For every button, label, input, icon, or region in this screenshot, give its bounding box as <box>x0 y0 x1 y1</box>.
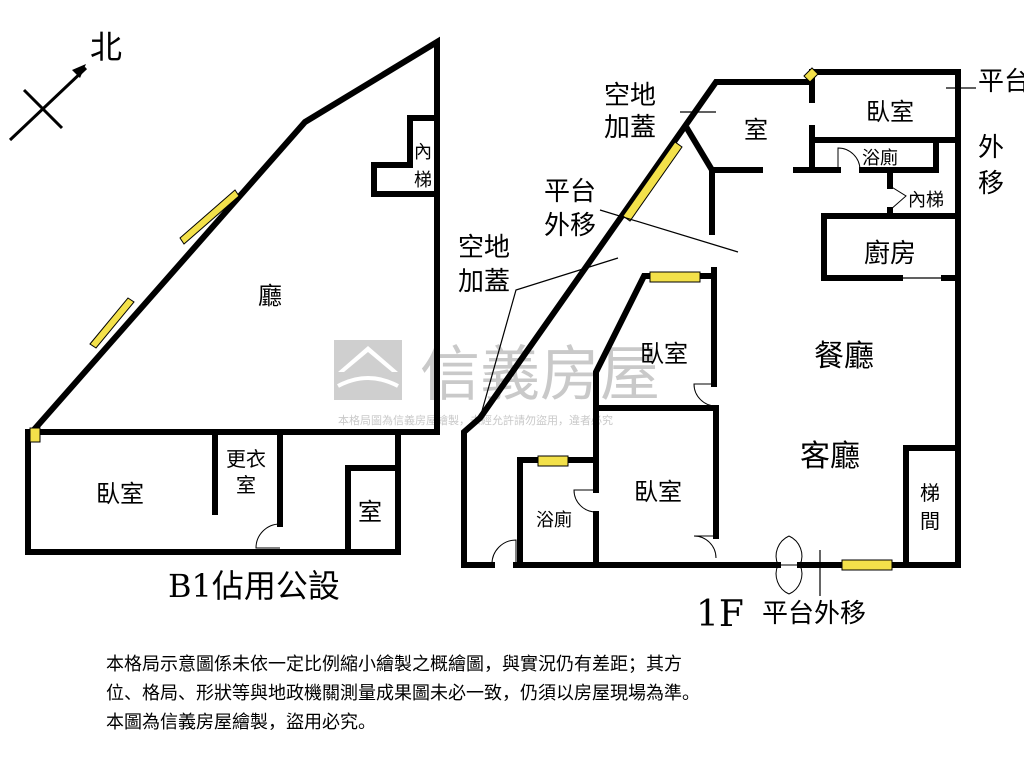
f1-window-bath-low <box>537 455 569 467</box>
f1-inner-stair-label: 內梯 <box>908 190 944 211</box>
leader-platform-out <box>599 209 739 253</box>
vacant-cover-left-line1: 空地 <box>458 233 510 263</box>
b1-small-room-label: 室 <box>358 498 382 526</box>
f1-bath-low-wall <box>517 457 599 568</box>
disclaimer: 本格局示意圖係未依一定比例縮小繪製之概繪圖，與實況仍有差距；其方 位、格局、形狀… <box>106 650 926 737</box>
watermark: 信義房屋 本格局圖為信義房屋繪製，未經允許請勿盜用，違者必究 <box>334 340 660 427</box>
house-logo-icon <box>334 340 402 400</box>
leader-vacant-left <box>479 257 619 419</box>
b1-door-icon <box>255 523 281 549</box>
f1-bath-door-icon <box>837 147 861 171</box>
b1-hall-label: 廳 <box>258 282 282 310</box>
f1-low-bedroom-door-icon <box>693 535 717 559</box>
f1-bath-top-label: 浴廁 <box>862 147 898 169</box>
platform-right-line2: 外 <box>978 133 1004 163</box>
b1-dressing-label-1: 更衣 <box>226 447 266 471</box>
f1-living-label: 客廳 <box>800 439 860 474</box>
f1-plan <box>461 67 976 596</box>
b1-window-3 <box>29 427 41 443</box>
b1-window-1 <box>179 189 240 245</box>
b1-inner-stair-wall <box>371 115 440 197</box>
f1-mid-bedroom-door-icon <box>693 383 717 407</box>
b1-inner-stair-label-1: 內 <box>414 142 432 163</box>
platform-bottom-label: 平台外移 <box>762 599 866 629</box>
f1-kitchen-label: 廚房 <box>864 239 916 269</box>
f1-kitchen-wall <box>821 213 961 281</box>
platform-out-line2: 外移 <box>544 211 596 241</box>
f1-bedroom-mid-label: 臥室 <box>640 340 688 368</box>
vacant-cover-top-line1: 空地 <box>604 81 656 111</box>
b1-outer-wall <box>25 36 440 555</box>
f1-room-top-label: 室 <box>744 116 768 144</box>
f1-bedroom-top-label: 臥室 <box>866 98 914 126</box>
north-label: 北 <box>90 28 122 66</box>
b1-caption: B1佔用公設 <box>168 567 340 605</box>
b1-plan <box>25 36 440 555</box>
b1-dressing-label-2: 室 <box>236 473 256 497</box>
platform-right-line3: 移 <box>978 169 1004 199</box>
f1-stair-label-1: 梯 <box>920 481 940 505</box>
disclaimer-line-3: 本圖為信義房屋繪製，盜用必究。 <box>106 712 376 733</box>
disclaimer-line-1: 本格局示意圖係未依一定比例縮小繪製之概繪圖，與實況仍有差距；其方 <box>106 654 682 675</box>
f1-window-mid-bedroom <box>649 271 701 283</box>
b1-small-room-wall <box>345 465 401 555</box>
f1-stair-label-2: 間 <box>920 509 940 533</box>
f1-window-bottom <box>841 559 893 571</box>
f1-main-double-door-icon <box>775 535 803 595</box>
f1-bath-low-label: 浴廁 <box>536 509 572 531</box>
platform-right-line1: 平台 <box>978 67 1024 97</box>
north-arrow-icon <box>8 64 88 142</box>
f1-inner-stair-arrow-icon <box>889 185 907 211</box>
b1-window-2 <box>89 297 135 349</box>
f1-entry-door-icon <box>491 539 517 566</box>
f1-caption: 1F <box>696 594 744 635</box>
f1-bath-bottom-wall-2 <box>859 137 939 173</box>
f1-dining-label: 餐廳 <box>814 339 874 374</box>
f1-window-top-corner <box>803 67 819 83</box>
b1-bedroom-label: 臥室 <box>96 480 144 508</box>
b1-inner-stair-label-2: 梯 <box>414 170 432 191</box>
watermark-brand: 信義房屋 <box>420 340 660 410</box>
f1-window-diagonal <box>622 141 683 222</box>
platform-out-line1: 平台 <box>544 177 596 207</box>
vacant-cover-top-line2: 加蓋 <box>604 113 656 143</box>
f1-stair-box-wall <box>903 445 961 568</box>
disclaimer-line-2: 位、格局、形狀等與地政機關測量成果圖未必一致，仍須以房屋現場為準。 <box>106 683 700 704</box>
vacant-cover-left-line2: 加蓋 <box>458 267 510 297</box>
f1-bedroom-low-label: 臥室 <box>634 478 682 506</box>
f1-bath-low-door-icon <box>573 489 597 513</box>
